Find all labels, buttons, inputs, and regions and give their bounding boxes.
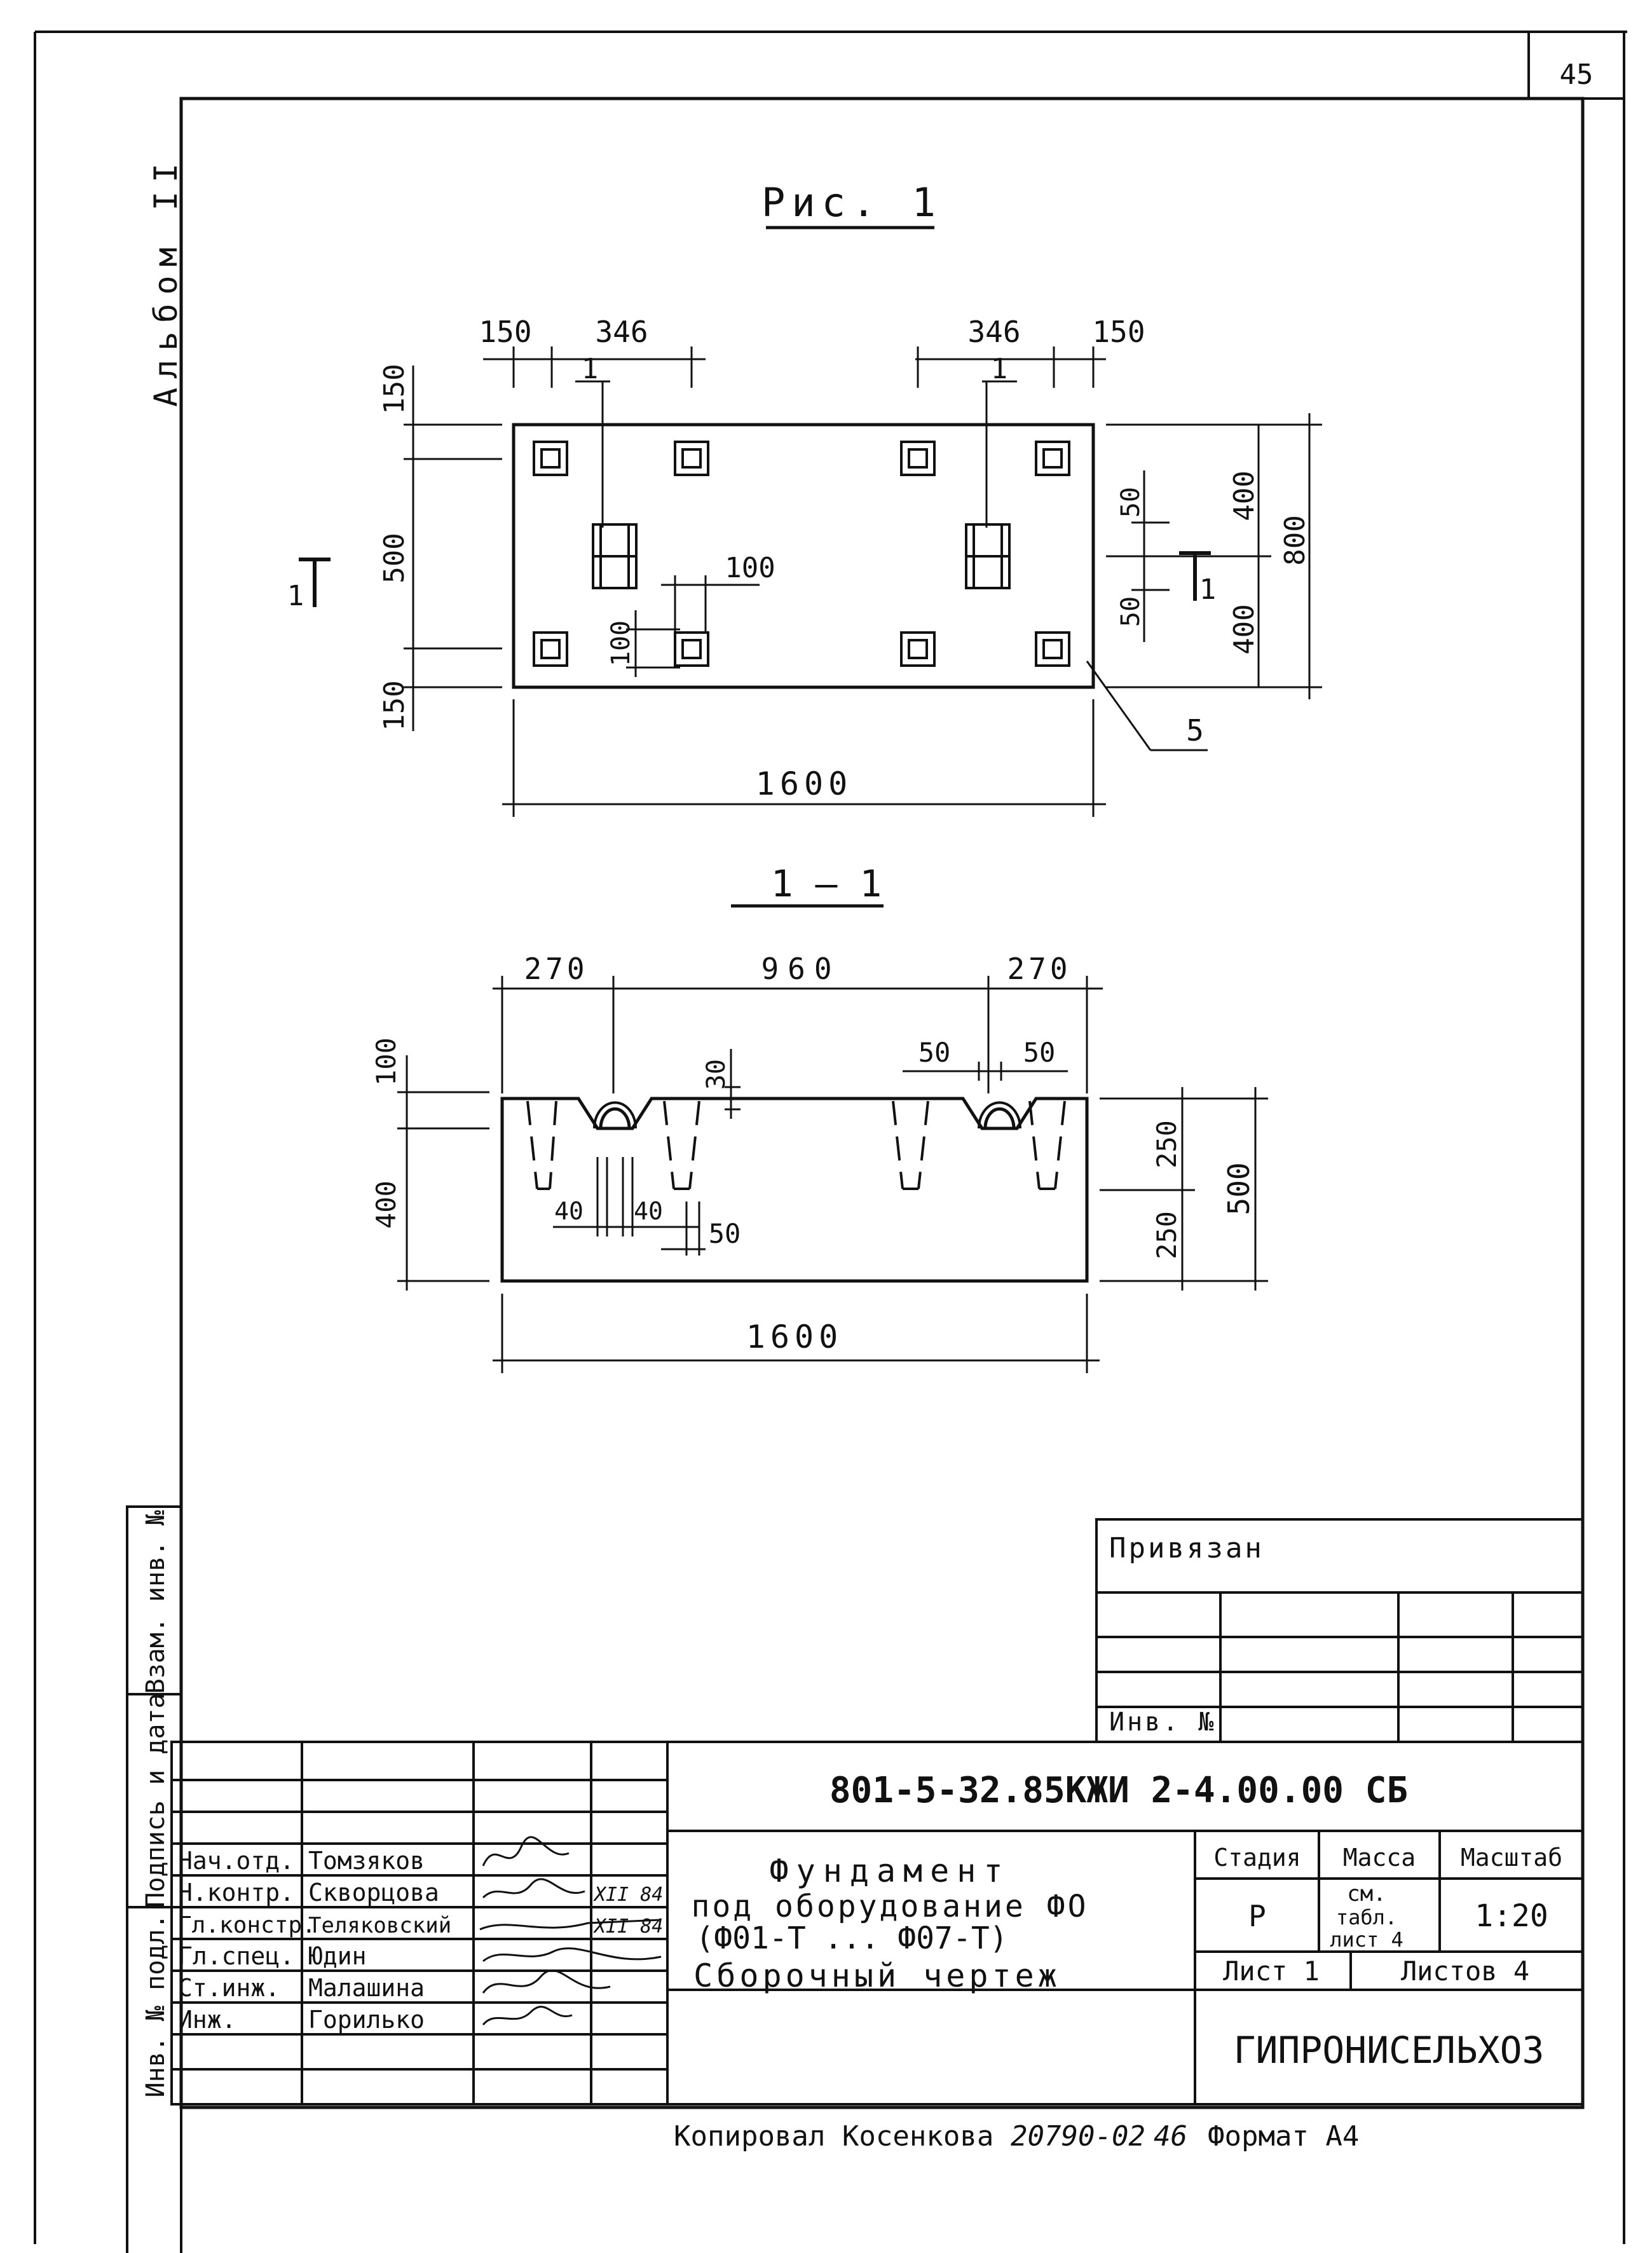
dim-plan-v-500: 500 — [378, 533, 411, 583]
page-number: 45 — [1560, 58, 1594, 91]
stamp-podpis-data: Подпись и дата — [141, 1693, 170, 1907]
drawing-designation: 801-5-32.85КЖИ 2-4.00.00 СБ — [829, 1770, 1408, 1811]
section-view — [397, 976, 1268, 1373]
sig-role-1: Н.контр. — [178, 1879, 294, 1907]
section-outline — [500, 1097, 1089, 1283]
sheets-label: Листов 4 — [1401, 1955, 1529, 1987]
figure-title: Рис. 1 — [761, 179, 942, 226]
callout-5: 5 — [1186, 713, 1204, 748]
mass-value-1: см. — [1347, 1881, 1386, 1907]
plan-inner-dimensions — [626, 575, 760, 677]
dim-plan-r-800: 800 — [1279, 515, 1311, 565]
sig-date-1: XII 84 — [593, 1884, 663, 1906]
plan-outline — [512, 423, 1095, 689]
dim-sec-270-left: 270 — [524, 952, 588, 986]
copy-page: 46 — [1154, 2120, 1187, 2153]
dim-sec-250-top: 250 — [1151, 1120, 1182, 1168]
dim-plan-346-left: 346 — [595, 315, 648, 349]
sheet-frame — [34, 31, 1627, 2244]
dim-sec-400: 400 — [371, 1181, 402, 1229]
dim-sec-960: 960 — [761, 952, 840, 986]
stage-mass-scale: Стадия Масса Масштаб Р см. табл. лист 4 … — [1213, 1844, 1562, 2072]
stage-value: Р — [1248, 1899, 1266, 1933]
dim-sec-30: 30 — [702, 1059, 731, 1090]
sig-role-2: Гл.констр. — [178, 1912, 316, 1938]
section-mark-left: 1 — [287, 580, 304, 612]
sig-name-5: Горилько — [308, 2006, 425, 2034]
dim-plan-v100: 100 — [606, 620, 636, 666]
plan-top-dimensions — [483, 346, 1106, 528]
dim-plan-150-left: 150 — [479, 315, 531, 349]
dim-plan-r-50-bot: 50 — [1116, 596, 1145, 627]
dim-sec-50-b: 50 — [1023, 1037, 1056, 1068]
sig-name-0: Томзяков — [308, 1847, 425, 1875]
dim-sec-40-a: 40 — [554, 1197, 584, 1225]
sig-role-0: Нач.отд. — [178, 1847, 294, 1875]
dim-plan-r-400-bot: 400 — [1228, 604, 1260, 654]
sig-name-3: Юдин — [308, 1942, 367, 1970]
copy-footer: Копировал Косенкова 20790-02 46 Формат А… — [674, 2120, 1359, 2153]
copied-by: Копировал Косенкова — [674, 2120, 993, 2153]
binding-inv-label: Инв. № — [1109, 1708, 1217, 1737]
leader-1-right: 1 — [991, 353, 1008, 385]
sig-role-4: Ст.инж. — [178, 1974, 280, 2002]
dim-plan-346-right: 346 — [967, 315, 1020, 349]
drawing-name: Фундамент под оборудование ФО (Ф01-Т ...… — [691, 1852, 1088, 1994]
title-block-grid — [170, 1741, 1584, 2106]
dim-sec-40-b: 40 — [634, 1197, 663, 1225]
binding-label: Привязан — [1109, 1532, 1264, 1565]
name-line-4: Сборочный чертеж — [693, 1957, 1061, 1994]
plan-dimension-labels: 150 346 346 150 1 1 150 500 150 1 1 50 5… — [287, 315, 1311, 802]
organization-name: ГИПРОНИСЕЛЬХОЗ — [1234, 2029, 1545, 2072]
sheet-label: Лист 1 — [1223, 1955, 1320, 1987]
album-label: Альбом II — [147, 154, 184, 407]
scale-label: Масштаб — [1461, 1844, 1562, 1872]
scale-value: 1:20 — [1475, 1898, 1548, 1934]
mass-value-3: лист 4 — [1330, 1928, 1403, 1952]
signature-table: Нач.отд. Томзяков Н.контр. Скворцова XII… — [178, 1847, 663, 2034]
dim-sec-50-bottom: 50 — [709, 1218, 741, 1249]
sig-role-5: Инж. — [178, 2006, 236, 2034]
section-title: 1 – 1 — [771, 862, 882, 905]
dim-plan-150-right: 150 — [1092, 315, 1145, 349]
stamp-vzam-inv: Взам. инв. № — [141, 1510, 170, 1694]
sig-date-2: XII 84 — [593, 1915, 663, 1938]
handwritten-signatures — [479, 1836, 662, 2026]
name-line-2: под оборудование ФО — [691, 1889, 1088, 1924]
dim-plan-h100: 100 — [725, 552, 775, 584]
dim-sec-270-right: 270 — [1007, 952, 1071, 986]
mass-value-2: табл. — [1336, 1905, 1397, 1929]
dim-plan-r-50-top: 50 — [1116, 487, 1145, 517]
section-dimension-labels: 270 960 270 50 50 30 100 400 40 40 50 25… — [371, 952, 1256, 1355]
plan-bottom-dimension — [502, 661, 1208, 817]
leader-1-left: 1 — [582, 353, 599, 385]
stamp-inv-podl: Инв. № подл. — [141, 1914, 170, 2098]
dim-plan-r-400-top: 400 — [1228, 470, 1260, 521]
format-label: Формат А4 — [1208, 2120, 1359, 2153]
dim-sec-500: 500 — [1222, 1162, 1256, 1215]
dim-plan-v-150-bot: 150 — [378, 680, 411, 730]
stage-label: Стадия — [1213, 1844, 1300, 1872]
copy-number: 20790-02 — [1011, 2120, 1145, 2153]
sig-role-3: Гл.спец. — [178, 1942, 294, 1970]
dim-sec-250-bot: 250 — [1151, 1211, 1182, 1259]
sig-name-4: Малашина — [308, 1974, 425, 2002]
dim-sec-50-a: 50 — [918, 1037, 951, 1068]
anchor-pockets — [533, 441, 1070, 667]
plan-view — [299, 346, 1322, 817]
plan-right-dimensions — [1106, 413, 1322, 699]
sig-name-2: Теляковский — [308, 1913, 451, 1938]
sig-name-1: Скворцова — [308, 1879, 439, 1907]
dim-sec-1600: 1600 — [746, 1318, 843, 1355]
name-line-3: (Ф01-Т ... Ф07-Т) — [695, 1921, 1007, 1956]
dim-plan-1600: 1600 — [756, 765, 852, 802]
name-line-1: Фундамент — [770, 1852, 1011, 1889]
mass-label: Масса — [1343, 1844, 1416, 1872]
dim-plan-v-150-top: 150 — [378, 364, 411, 414]
lifting-loops — [592, 523, 1011, 589]
section-mark-right: 1 — [1199, 573, 1217, 606]
dim-sec-100: 100 — [371, 1037, 402, 1086]
plan-left-dimensions — [299, 366, 502, 731]
